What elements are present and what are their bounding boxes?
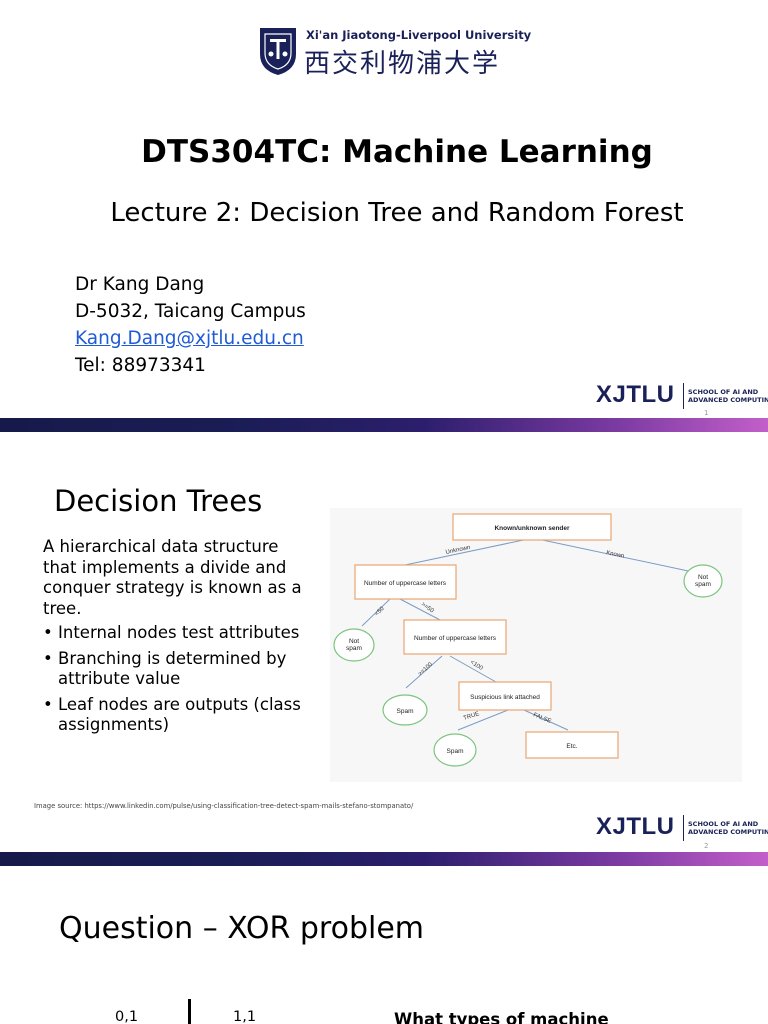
xor-vertical-axis — [188, 999, 191, 1024]
leaf-notspam-left — [333, 628, 375, 662]
node-root-label: Known/unknown sender — [494, 525, 570, 532]
lecture-title: Lecture 2: Decision Tree and Random Fore… — [110, 198, 684, 228]
school-name-line1: SCHOOL OF AI AND — [688, 388, 759, 396]
xor-point-label: 1,1 — [233, 1009, 257, 1024]
slide-title: Decision Trees — [54, 484, 263, 518]
logo-divider — [683, 383, 684, 409]
edge-upper1-notspam — [361, 598, 391, 627]
xor-point-label: 0,1 — [115, 1009, 139, 1024]
node-upper2 — [403, 619, 507, 655]
edge-label-lt100: <100 — [469, 660, 484, 673]
bullet-list: Internal nodes test attributes Branching… — [43, 623, 303, 736]
footer-gradient-bar — [0, 418, 768, 432]
node-upper2-label: Number of uppercase letters — [414, 635, 497, 642]
school-name-line2: ADVANCED COMPUTING — [688, 396, 768, 404]
university-crest-icon — [260, 28, 296, 75]
slide-2: Decision Trees A hierarchical data struc… — [0, 432, 768, 866]
slide-body: A hierarchical data structure that imple… — [43, 537, 303, 741]
university-name-zh: 西交利物浦大学 — [304, 49, 501, 79]
footer-gradient-bar — [0, 852, 768, 866]
node-etc-label: Etc. — [566, 743, 577, 750]
leaf-notspam-right — [683, 564, 723, 598]
decision-tree-diagram: Known/unknown sender Number of uppercase… — [330, 508, 742, 782]
page-number: 2 — [704, 842, 709, 850]
edge-label-false: FALSE — [532, 712, 552, 725]
xjtlu-logo: XJTLU SCHOOL OF AI AND ADVANCED COMPUTIN… — [596, 381, 768, 415]
node-link — [458, 681, 552, 711]
bullet-item: Branching is determined by attribute val… — [43, 649, 303, 690]
node-link-label: Suspicious link attached — [470, 694, 540, 701]
course-title: DTS304TC: Machine Learning — [141, 134, 653, 170]
edge-label-gte100: >=100 — [417, 661, 434, 677]
xjtlu-wordmark: XJTLU — [596, 381, 675, 408]
edge-link-etc — [523, 709, 569, 731]
edge-label-known: Known — [606, 550, 625, 560]
node-upper1-label: Number of uppercase letters — [364, 580, 447, 587]
xjtlu-wordmark: XJTLU — [596, 813, 675, 840]
question-text: What types of machine — [394, 1010, 609, 1024]
edge-link-spam — [457, 709, 509, 731]
school-name: SCHOOL OF AI AND ADVANCED COMPUTING — [688, 388, 768, 404]
edge-label-true: TRUE — [463, 711, 480, 722]
university-name-en: Xi'an Jiaotong-Liverpool University — [306, 28, 532, 42]
node-upper1 — [354, 564, 457, 600]
leaf-spam-2-label: Spam — [447, 748, 464, 755]
telephone: Tel: 88973341 — [75, 355, 206, 376]
bullet-item: Leaf nodes are outputs (class assignment… — [43, 695, 303, 736]
xjtlu-logo: XJTLU SCHOOL OF AI AND ADVANCED COMPUTIN… — [596, 813, 768, 847]
school-name-line2: ADVANCED COMPUTING — [688, 828, 768, 836]
image-source-caption: Image source: https://www.linkedin.com/p… — [34, 802, 414, 810]
slide-3: Question – XOR problem 0,1 1,1 What type… — [0, 866, 768, 1024]
edge-upper1-upper2 — [399, 598, 443, 622]
intro-text: A hierarchical data structure that imple… — [43, 537, 302, 618]
bullet-item: Internal nodes test attributes — [43, 623, 303, 644]
email-link[interactable]: Kang.Dang@xjtlu.edu.cn — [75, 328, 304, 349]
leaf-spam-1 — [382, 694, 428, 726]
lecturer-name: Dr Kang Dang — [75, 274, 205, 295]
slide-title: Question – XOR problem — [59, 911, 425, 946]
node-root — [452, 513, 612, 541]
contact-block: Dr Kang Dang D-5032, Taicang Campus Kang… — [75, 271, 306, 379]
school-name: SCHOOL OF AI AND ADVANCED COMPUTING — [688, 820, 768, 836]
edge-root-upper1 — [404, 537, 534, 566]
leaf-spam-1-label: Spam — [397, 708, 414, 715]
school-name-line1: SCHOOL OF AI AND — [688, 820, 759, 828]
edge-root-notspam — [532, 537, 694, 573]
university-logo: Xi'an Jiaotong-Liverpool University 西交利物… — [258, 26, 531, 80]
edge-upper2-link — [449, 655, 497, 683]
leaf-spam-2 — [433, 733, 477, 767]
page-number: 1 — [704, 409, 709, 417]
edge-upper2-spam — [405, 655, 443, 689]
edge-label-unknown: Unknown — [445, 545, 471, 556]
slide-1: Xi'an Jiaotong-Liverpool University 西交利物… — [0, 0, 768, 432]
edge-label-lt50: <50 — [374, 606, 386, 618]
office-location: D-5032, Taicang Campus — [75, 301, 306, 322]
logo-divider — [683, 815, 684, 841]
node-etc — [525, 731, 619, 759]
